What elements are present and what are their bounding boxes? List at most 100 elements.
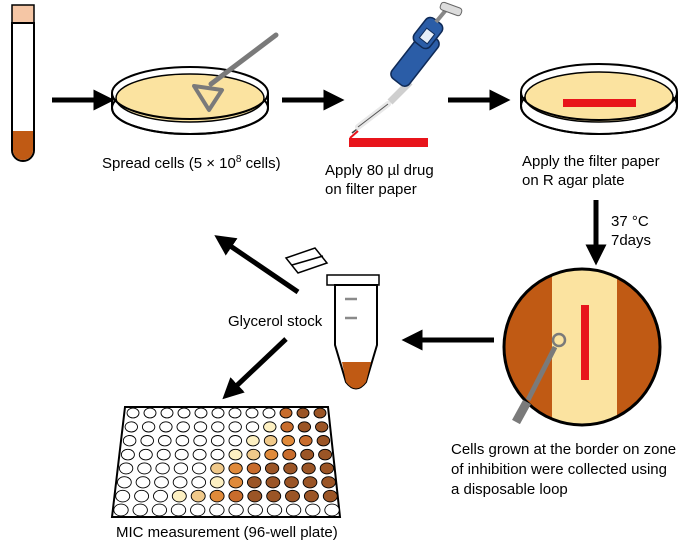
well [171, 489, 187, 503]
well [265, 476, 281, 489]
well [194, 407, 208, 419]
well [135, 476, 151, 489]
well [228, 476, 244, 489]
well [299, 435, 313, 447]
well [280, 421, 294, 433]
well [140, 435, 154, 447]
well [315, 421, 329, 433]
well [246, 476, 262, 489]
well [263, 435, 278, 447]
well [285, 489, 300, 503]
well [303, 489, 319, 503]
collect-cells-label: Cells grown at the border on zone of inh… [451, 441, 677, 498]
well [190, 503, 206, 517]
well [115, 489, 131, 503]
well [296, 407, 310, 419]
well [246, 462, 262, 475]
well [285, 503, 302, 517]
well [154, 476, 169, 489]
well [134, 489, 150, 503]
well [322, 489, 338, 503]
well [211, 421, 225, 433]
well [151, 503, 168, 517]
well [138, 448, 153, 461]
well [209, 476, 225, 489]
well [193, 421, 208, 433]
well [264, 448, 279, 461]
well [156, 448, 171, 461]
well [211, 407, 225, 419]
well [160, 407, 174, 419]
well [153, 489, 168, 503]
well [143, 407, 157, 419]
well [228, 407, 242, 419]
microcentrifuge-tube-icon [284, 247, 380, 390]
pipette-icon [349, 1, 463, 147]
well [175, 435, 190, 447]
well [228, 435, 243, 447]
well [283, 462, 298, 475]
well [118, 462, 134, 475]
well [174, 448, 189, 461]
well [264, 462, 280, 475]
well [192, 448, 207, 461]
well [246, 435, 260, 447]
well [297, 421, 312, 433]
well [228, 421, 242, 433]
arrow-7-down-left [222, 337, 288, 400]
well [158, 435, 172, 447]
well [170, 503, 187, 517]
well [321, 476, 336, 489]
agar-plate-filter-icon [520, 63, 678, 135]
well [263, 421, 277, 433]
well [141, 421, 156, 433]
plate-wells [113, 407, 340, 517]
incubation-label: 37 °C 7days [611, 213, 652, 249]
well [210, 462, 225, 475]
well [300, 448, 315, 461]
well [176, 421, 190, 433]
well [302, 476, 318, 489]
well [209, 489, 225, 503]
well [281, 435, 295, 447]
glycerol-stock-label: Glycerol stock [228, 313, 323, 330]
well [126, 407, 140, 419]
well [313, 407, 327, 419]
well [172, 476, 188, 489]
well [173, 462, 189, 475]
well [159, 421, 173, 433]
well [117, 476, 132, 489]
well [245, 407, 259, 419]
well [279, 407, 293, 419]
well [155, 462, 170, 475]
culture-tube-icon [11, 4, 35, 162]
well [113, 503, 129, 517]
arrow-6-up-left [214, 235, 300, 295]
apply-filter-label: Apply the filter paper on R agar plate [522, 153, 660, 189]
well [209, 503, 225, 517]
well [191, 476, 207, 489]
well [228, 489, 244, 503]
well [137, 462, 152, 475]
well [228, 448, 243, 461]
well [262, 407, 276, 419]
apply-drug-label: Apply 80 µl drug on filter paper [325, 162, 434, 198]
well [247, 503, 263, 517]
spread-cells-label: Spread cells (5 × 108 cells) [102, 154, 281, 172]
well [228, 503, 244, 517]
well [266, 503, 283, 517]
well [266, 489, 282, 503]
well [210, 435, 225, 447]
well [316, 435, 331, 447]
96-well-plate [110, 406, 342, 518]
well [284, 476, 299, 489]
well [228, 462, 243, 475]
well [247, 489, 263, 503]
well [245, 421, 260, 433]
inhibition-zone-plate-icon [502, 267, 662, 427]
well [120, 448, 135, 461]
well [305, 503, 321, 517]
well [132, 503, 148, 517]
well [191, 462, 207, 475]
